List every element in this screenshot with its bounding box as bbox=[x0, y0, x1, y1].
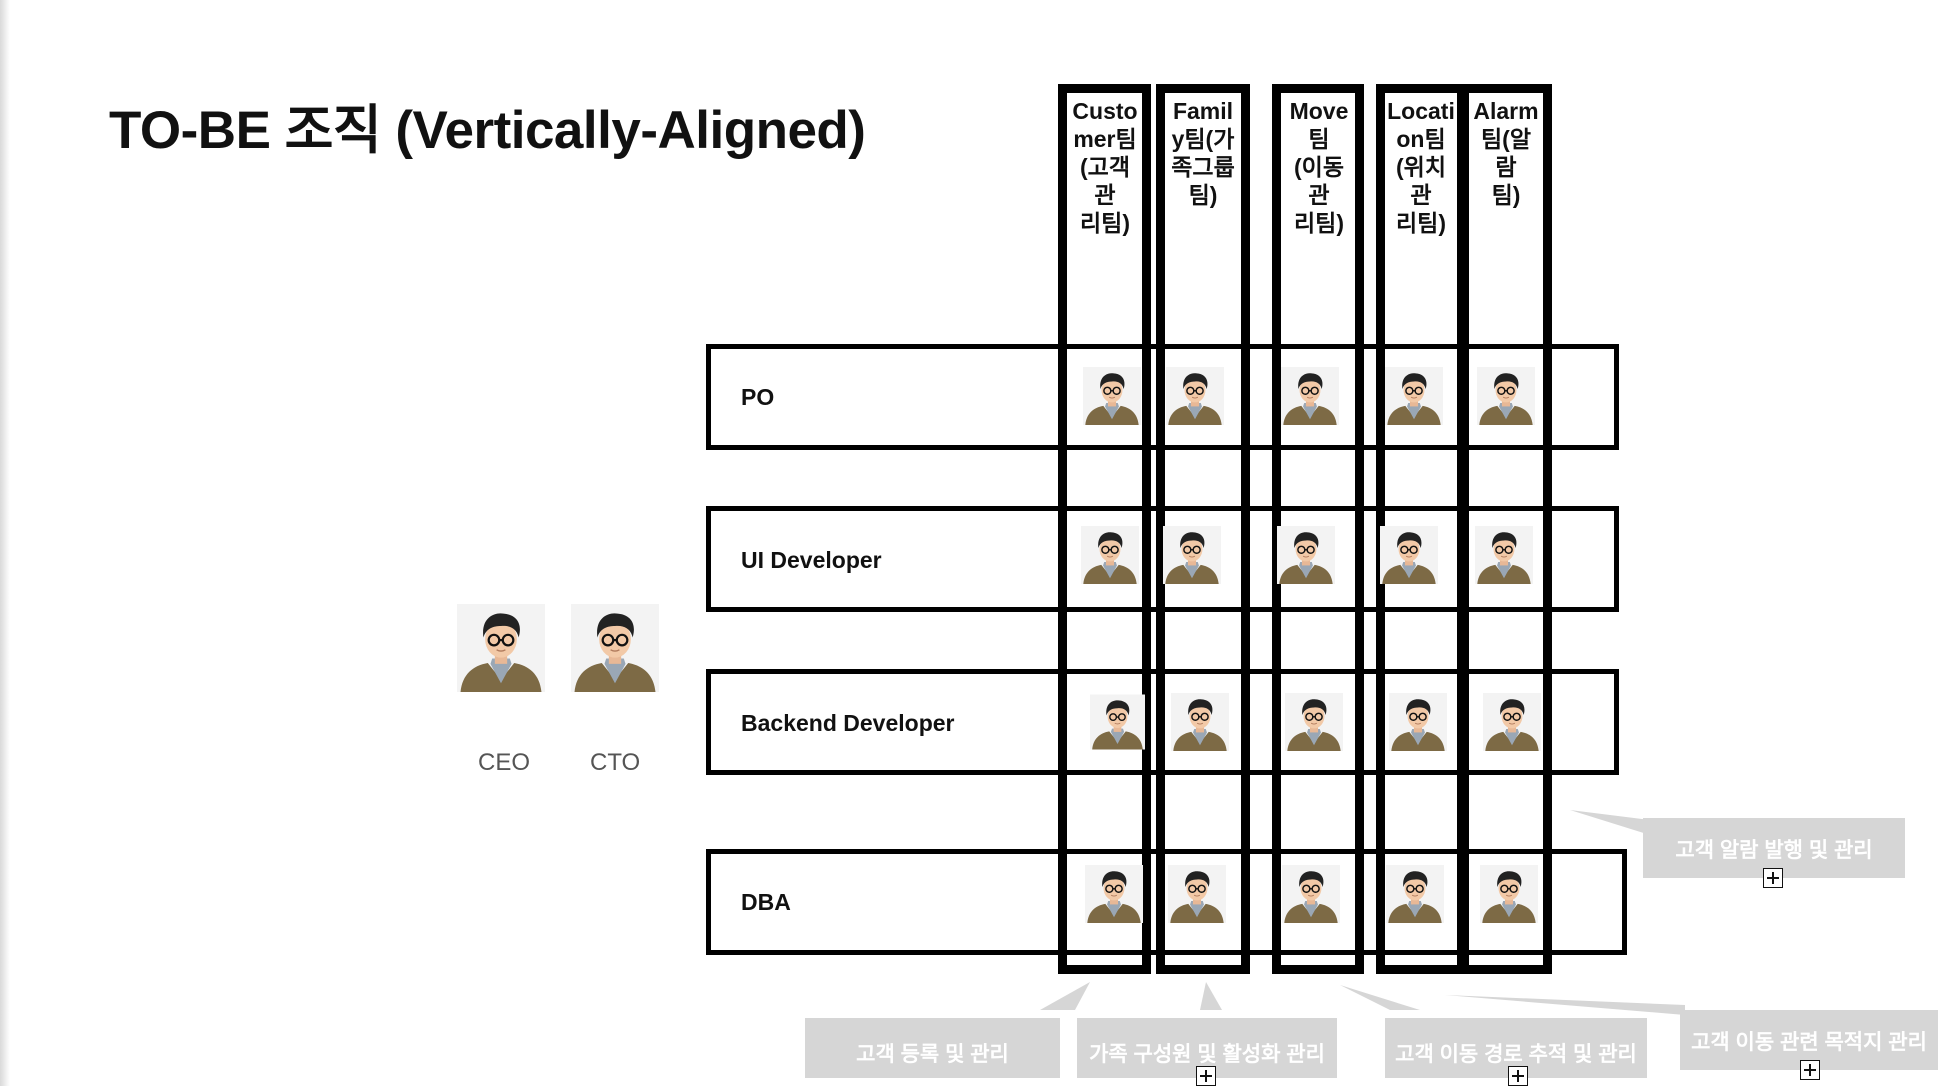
slide-left-edge bbox=[0, 0, 10, 1086]
connector-family bbox=[1200, 982, 1222, 1010]
team-column-family bbox=[1156, 84, 1250, 974]
callout-move-description: 고객 이동 경로 추적 및 관리 bbox=[1385, 1018, 1647, 1078]
callout-customer-description: 고객 등록 및 관리 bbox=[805, 1018, 1060, 1078]
team-column-customer bbox=[1058, 84, 1151, 974]
callout-family-text: 가족 구성원 및 활성화 관리 bbox=[1089, 1043, 1325, 1066]
team-header-move: Move 팀 (이동관 리팀) bbox=[1289, 98, 1349, 236]
callout-move-text: 고객 이동 경로 추적 및 관리 bbox=[1395, 1043, 1637, 1066]
callout-customer-text: 고객 등록 및 관리 bbox=[856, 1043, 1009, 1066]
team-header-location: Locati on팀 (위치관 리팀) bbox=[1387, 98, 1455, 236]
team-column-alarm bbox=[1460, 84, 1552, 974]
expand-plus-icon[interactable] bbox=[1508, 1066, 1528, 1086]
expand-plus-icon[interactable] bbox=[1196, 1066, 1216, 1086]
row-label-backend-developer: Backend Developer bbox=[741, 710, 955, 736]
callout-alarm-text: 고객 알람 발행 및 관리 bbox=[1675, 839, 1873, 862]
connector-move bbox=[1340, 985, 1420, 1010]
connector-location bbox=[1445, 995, 1685, 1015]
callout-location-description: 고객 이동 관련 목적지 관리 bbox=[1680, 1010, 1938, 1070]
expand-plus-icon[interactable] bbox=[1800, 1060, 1820, 1080]
row-label-ui-developer: UI Developer bbox=[741, 547, 882, 573]
team-header-family: Famil y팀(가 족그룹 팀) bbox=[1171, 98, 1235, 208]
cto-label: CTO bbox=[590, 749, 641, 776]
row-dba bbox=[706, 849, 1627, 955]
connector-alarm bbox=[1570, 810, 1650, 835]
row-label-po: PO bbox=[741, 384, 775, 410]
connector-customer bbox=[1040, 982, 1090, 1010]
callout-location-text: 고객 이동 관련 목적지 관리 bbox=[1691, 1031, 1927, 1054]
team-column-move bbox=[1272, 84, 1364, 974]
ceo-label: CEO bbox=[478, 749, 531, 776]
team-header-alarm: Alarm 팀(알람 팀) bbox=[1473, 98, 1539, 208]
row-label-dba: DBA bbox=[741, 889, 791, 915]
team-header-customer: Custo mer팀 (고객관 리팀) bbox=[1072, 98, 1138, 236]
slide-title: TO-BE 조직 (Vertically-Aligned) bbox=[109, 101, 866, 160]
expand-plus-icon[interactable] bbox=[1763, 868, 1783, 888]
